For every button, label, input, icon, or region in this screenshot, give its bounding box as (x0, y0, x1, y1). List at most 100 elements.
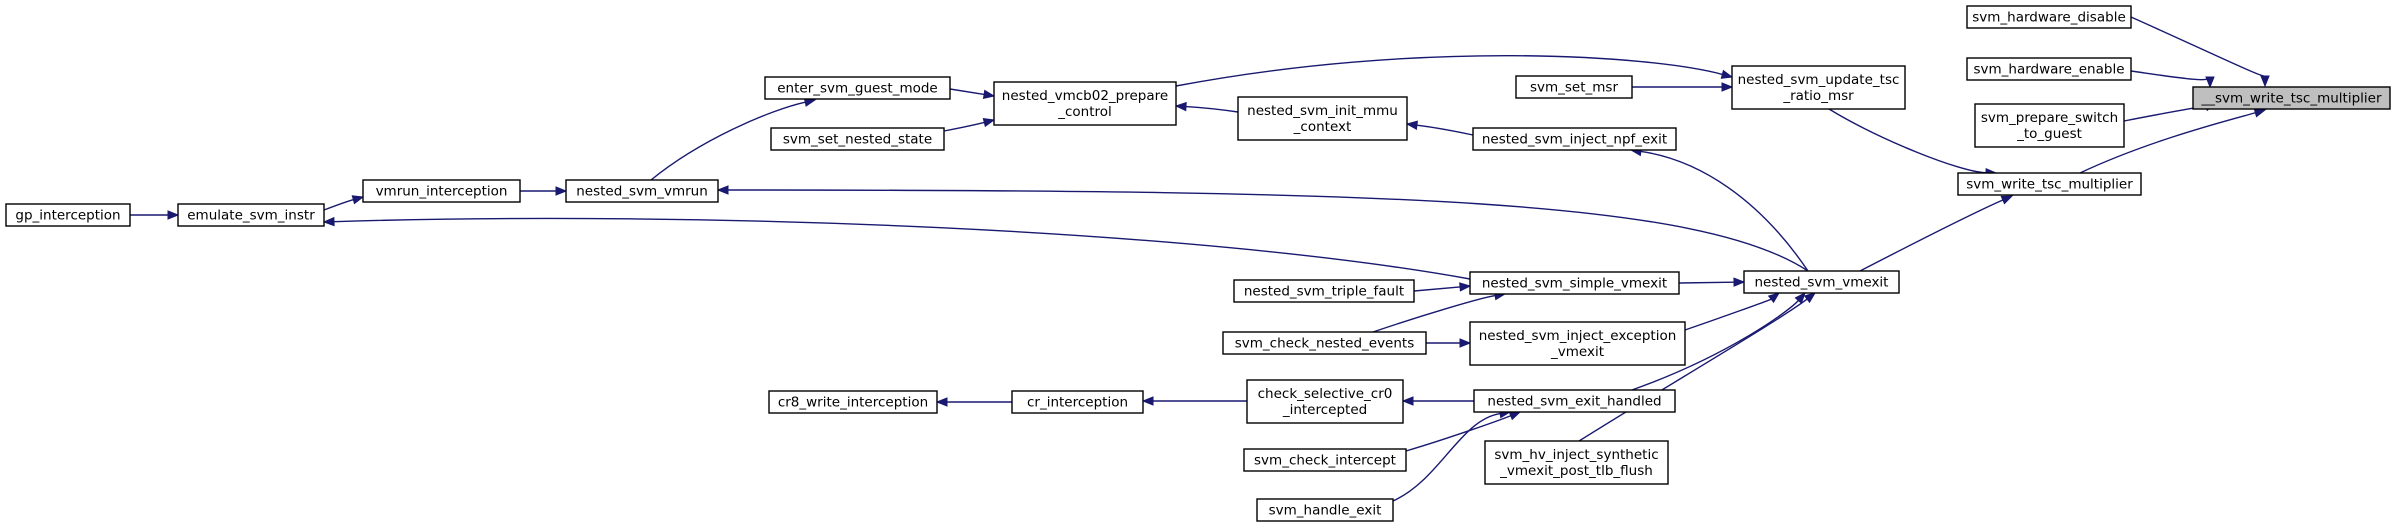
node-box (993, 81, 1177, 126)
arrowhead (1174, 101, 1187, 112)
node-box (1966, 5, 2132, 29)
node-hw-disable[interactable]: svm_hardware_disable (1966, 5, 2132, 29)
node-label: vmrun_interception (376, 184, 508, 200)
node-write-tsc-mult[interactable]: __svm_write_tsc_multiplier (2192, 86, 2391, 110)
node-label: svm_prepare_switch (1981, 110, 2118, 126)
edge-line (1684, 298, 1772, 331)
node-label: svm_set_nested_state (783, 132, 932, 148)
arrowhead (1720, 69, 1734, 79)
node-label: nested_svm_update_tsc (1738, 72, 1900, 88)
node-set-msr[interactable]: svm_set_msr (1515, 75, 1633, 99)
node-svm-write-tsc[interactable]: svm_write_tsc_multiplier (1957, 172, 2142, 196)
node-update-tsc[interactable]: nested_svm_update_tsc_ratio_msr (1731, 65, 1906, 110)
arrowhead (1401, 396, 1414, 406)
edge-line (1185, 105, 1239, 113)
node-label: svm_hardware_enable (1973, 62, 2124, 78)
node-cr8-write[interactable]: cr8_write_interception (768, 390, 938, 414)
node-box (1473, 389, 1676, 413)
edge-check_cr0-to-cr_int (1141, 396, 1247, 406)
node-label: check_selective_cr0 (1258, 386, 1393, 402)
node-gp-int[interactable]: gp_interception (5, 203, 131, 227)
arrowhead (1141, 396, 1154, 406)
node-check-intercept[interactable]: svm_check_intercept (1243, 448, 1407, 472)
node-triple-fault[interactable]: nested_svm_triple_fault (1233, 279, 1415, 303)
node-box (1957, 172, 2142, 196)
node-box (768, 390, 938, 414)
edge-line (1372, 294, 1496, 333)
edge-line (2130, 16, 2266, 77)
edge-line (1175, 54, 1723, 87)
node-box (5, 203, 131, 227)
node-cr-int[interactable]: cr_interception (1011, 390, 1144, 414)
edge-line (2130, 70, 2211, 81)
edge-line (1392, 412, 1501, 502)
node-vmexit[interactable]: nested_svm_vmexit (1743, 270, 1900, 294)
node-inject-npf[interactable]: nested_svm_inject_npf_exit (1472, 127, 1677, 151)
edge-simple_vmexit-to-emulate (322, 216, 1471, 280)
edge-gp_int-to-emulate (130, 210, 180, 220)
node-prepare-switch[interactable]: svm_prepare_switch_to_guest (1974, 103, 2125, 148)
arrowhead (2000, 195, 2014, 205)
edge-line (1413, 286, 1461, 292)
node-simple-vmexit[interactable]: nested_svm_simple_vmexit (1469, 271, 1680, 295)
edge-hw_enable-to-write_tsc_mult (2130, 70, 2215, 89)
node-exit-handled[interactable]: nested_svm_exit_handled (1473, 389, 1676, 413)
arrowhead (351, 195, 365, 205)
node-init-mmu[interactable]: nested_svm_init_mmu_context (1237, 96, 1408, 141)
edge-line (323, 199, 354, 211)
node-label: svm_set_msr (1530, 80, 1618, 96)
arrowhead (935, 397, 948, 407)
node-vmrun[interactable]: nested_svm_vmrun (565, 179, 719, 203)
node-box (1011, 390, 1144, 414)
edge-line (2079, 112, 2256, 174)
node-box (1222, 331, 1427, 355)
edge-line (1678, 281, 1735, 284)
node-vmrun-int[interactable]: vmrun_interception (362, 179, 521, 203)
node-label: nested_svm_inject_npf_exit (1482, 132, 1667, 148)
node-box (2192, 86, 2391, 110)
arrowhead (1459, 338, 1472, 348)
node-check-cr0[interactable]: check_selective_cr0_intercepted (1246, 379, 1404, 424)
node-label: __svm_write_tsc_multiplier (2200, 91, 2381, 107)
node-hv-inject[interactable]: svm_hv_inject_synthetic_vmexit_post_tlb_… (1484, 440, 1669, 485)
node-box (764, 76, 951, 100)
edge-line (650, 101, 806, 181)
node-box (1974, 103, 2125, 148)
node-label: svm_hardware_disable (1972, 10, 2126, 26)
node-label: cr_interception (1027, 395, 1128, 411)
node-label: nested_svm_init_mmu (1247, 103, 1398, 119)
node-check-nested[interactable]: svm_check_nested_events (1222, 331, 1427, 355)
node-box (1237, 96, 1408, 141)
arrowhead (555, 186, 568, 196)
node-hw-enable[interactable]: svm_hardware_enable (1966, 57, 2132, 81)
node-label: gp_interception (15, 208, 120, 224)
node-emulate[interactable]: emulate_svm_instr (177, 203, 325, 227)
edge-vmexit-to-inject_npf (1629, 146, 1809, 272)
node-set-nested[interactable]: svm_set_nested_state (770, 127, 945, 151)
node-box (1243, 448, 1407, 472)
edge-vmexit-to-vmrun (716, 185, 1809, 272)
node-handle-exit[interactable]: svm_handle_exit (1256, 498, 1394, 522)
node-vmcb02[interactable]: nested_vmcb02_prepare_control (993, 81, 1177, 126)
edge-vmcb02-to-update_tsc (1175, 54, 1734, 87)
node-box (1484, 440, 1669, 485)
node-box (565, 179, 719, 203)
edge-vmexit-to-svm_write_tsc (1859, 195, 2014, 272)
node-inject-exc[interactable]: nested_svm_inject_exception_vmexit (1469, 321, 1686, 366)
node-label: _vmexit_post_tlb_flush (1499, 463, 1653, 479)
node-enter-guest[interactable]: enter_svm_guest_mode (764, 76, 951, 100)
node-box (770, 127, 945, 151)
arrowhead (1721, 82, 1734, 92)
node-label: _ratio_msr (1782, 88, 1854, 104)
node-box (1233, 279, 1415, 303)
node-box (1469, 271, 1680, 295)
nodes-layer: __svm_write_tsc_multiplier svm_hardware_d… (5, 5, 2391, 522)
edge-enter_guest-to-vmcb02 (949, 88, 996, 100)
node-box (1256, 498, 1394, 522)
edge-line (727, 189, 1809, 272)
edge-check_nested-to-inject_exc (1426, 338, 1472, 348)
edge-hw_disable-to-write_tsc_mult (2130, 16, 2270, 88)
edge-set_nested-to-vmcb02 (943, 117, 996, 132)
node-label: svm_handle_exit (1269, 503, 1382, 519)
edge-line (1405, 415, 1511, 452)
